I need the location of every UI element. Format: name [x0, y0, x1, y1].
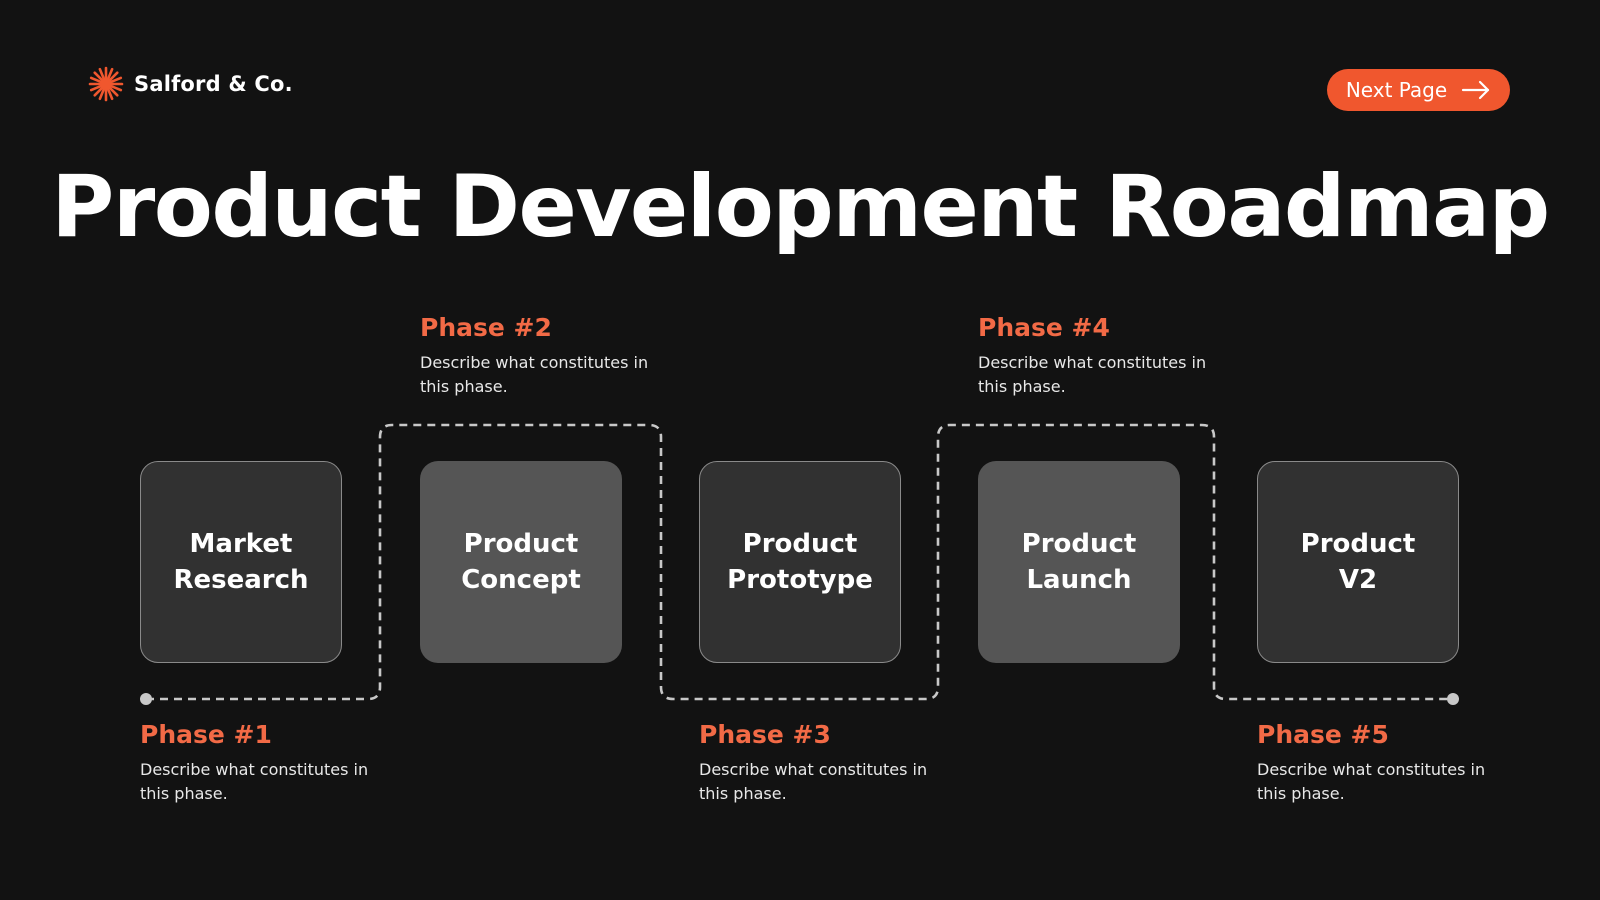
next-page-label: Next Page: [1345, 78, 1448, 102]
phase-description: Describe what constitutes in this phase.: [1257, 760, 1486, 803]
phase-title: Phase #1: [140, 720, 272, 749]
arrow-right-icon: [1462, 80, 1490, 100]
phase-2: Phase #2 Describe what constitutes in th…: [420, 313, 660, 399]
step-box-product-concept: Product Concept: [420, 461, 622, 663]
phase-3: Phase #3 Describe what constitutes in th…: [699, 720, 939, 806]
step-label: Product Prototype: [727, 529, 873, 595]
phase-title: Phase #3: [699, 720, 831, 749]
step-box-product-v2: Product V2: [1257, 461, 1459, 663]
phase-description: Describe what constitutes in this phase.: [140, 760, 369, 803]
path-start-dot: [140, 693, 152, 705]
phase-title: Phase #4: [978, 313, 1110, 342]
phase-description: Describe what constitutes in this phase.: [699, 760, 928, 803]
phase-title: Phase #5: [1257, 720, 1389, 749]
phase-description: Describe what constitutes in this phase.: [978, 353, 1207, 396]
step-label: Product Concept: [461, 529, 581, 595]
step-label: Market Research: [173, 529, 309, 595]
brand-name: Salford & Co.: [134, 72, 293, 96]
brand: Salford & Co.: [88, 66, 293, 102]
phase-title: Phase #2: [420, 313, 552, 342]
step-label: Product Launch: [1021, 529, 1137, 595]
step-label: Product V2: [1300, 529, 1416, 595]
path-end-dot: [1447, 693, 1459, 705]
phase-1: Phase #1 Describe what constitutes in th…: [140, 720, 380, 806]
step-box-market-research: Market Research: [140, 461, 342, 663]
step-box-product-prototype: Product Prototype: [699, 461, 901, 663]
phase-description: Describe what constitutes in this phase.: [420, 353, 649, 396]
next-page-button[interactable]: Next Page: [1327, 69, 1510, 111]
phase-5: Phase #5 Describe what constitutes in th…: [1257, 720, 1497, 806]
step-box-product-launch: Product Launch: [978, 461, 1180, 663]
sunburst-logo-icon: [88, 66, 124, 102]
phase-4: Phase #4 Describe what constitutes in th…: [978, 313, 1218, 399]
page-title: Product Development Roadmap: [51, 157, 1550, 257]
